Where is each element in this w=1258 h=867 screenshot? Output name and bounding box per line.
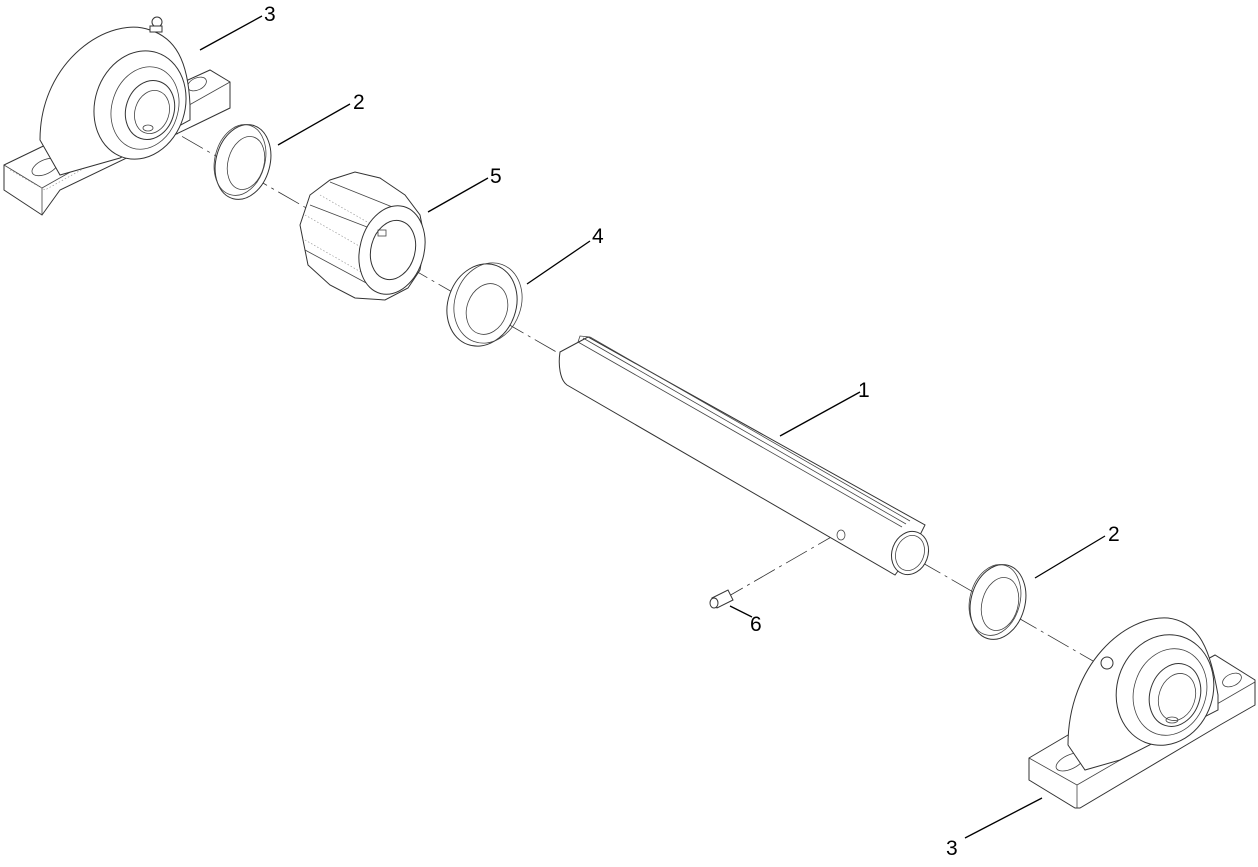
leader-line-4 (526, 240, 591, 285)
callout-label-6: 6 (750, 613, 762, 636)
roll-pin (709, 589, 734, 609)
leader-line-3-upper (199, 15, 263, 51)
shaft (558, 335, 930, 576)
callout-label-3-upper: 3 (264, 3, 276, 26)
pillow-block-bearing-lower (1028, 617, 1256, 809)
callout-label-2-lower: 2 (1108, 523, 1120, 546)
callout-label-2-upper: 2 (353, 91, 365, 114)
leader-line-6 (729, 605, 753, 618)
drive-sprocket (299, 171, 426, 301)
pillow-block-bearing-upper (3, 16, 231, 216)
thrust-washer-lower (968, 564, 1027, 640)
leader-line-5 (427, 177, 489, 213)
spacer-washer (446, 262, 523, 347)
callout-label-4: 4 (592, 225, 604, 248)
callout-label-5: 5 (490, 165, 502, 188)
callout-label-3-lower: 3 (946, 837, 958, 860)
leader-line-2-upper (277, 103, 351, 146)
leader-line-1 (779, 391, 861, 437)
callout-label-1: 1 (858, 379, 870, 402)
pin-axis-line (721, 535, 834, 601)
thrust-washer-upper (213, 124, 272, 200)
leader-line-3-lower (964, 797, 1043, 839)
leader-line-2-lower (1034, 535, 1106, 579)
